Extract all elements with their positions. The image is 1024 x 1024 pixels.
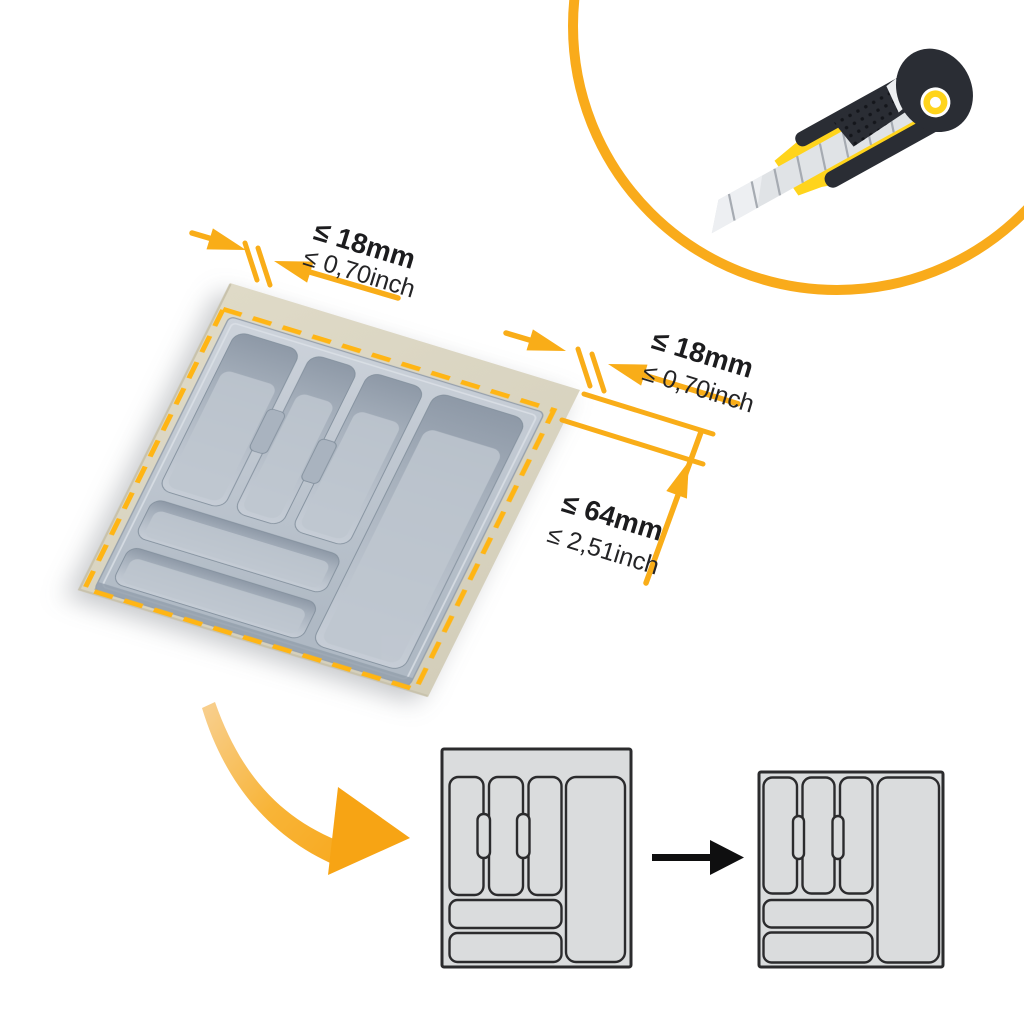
knife-grip-bottom (824, 110, 950, 188)
knife-notch-1 (249, 408, 286, 454)
circle-badge-outline (568, 0, 1024, 295)
tray-diagram-before-cut (440, 747, 633, 969)
right-arrow-icon (652, 840, 744, 875)
board-edge-shade (77, 283, 428, 697)
knife-badge (568, 0, 1024, 295)
dimension-left-trim: ≤ 18mm ≤ 0,70inch (189, 215, 419, 304)
swoosh-arrow-icon (202, 702, 410, 875)
compartment-floors (123, 371, 500, 663)
tray-front-edge (94, 582, 414, 686)
dashed-cutline (81, 306, 558, 693)
knife-ring-hole (920, 87, 951, 118)
tray-diagram-after-cut (757, 770, 945, 969)
dimension-depth-trim: ≤ 64mm ≤ 2,51inch (544, 391, 716, 586)
cutlery-tray-3d (77, 283, 580, 698)
knife-notch-2 (301, 438, 337, 484)
utility-knife-icon (711, 48, 973, 234)
